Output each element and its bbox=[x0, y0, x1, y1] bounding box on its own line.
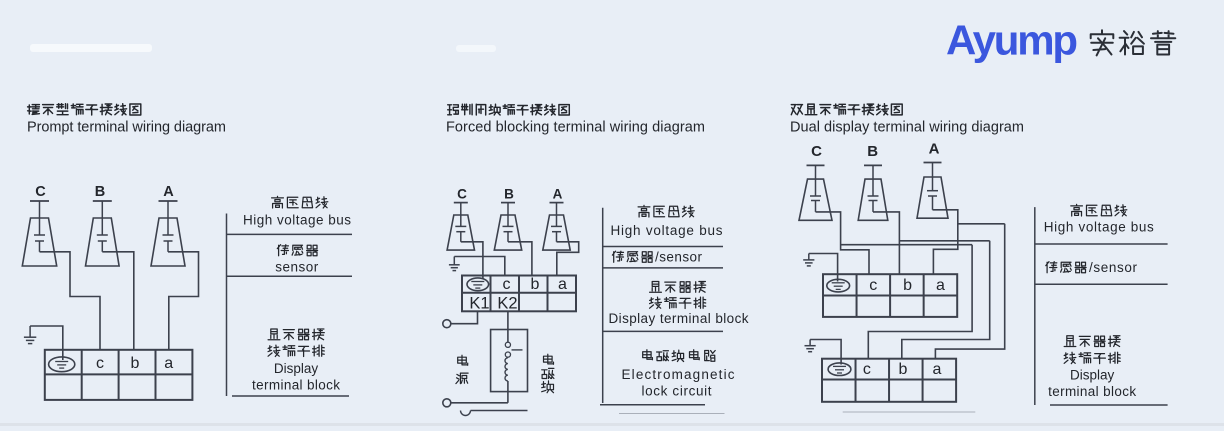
svg-text:a: a bbox=[164, 355, 173, 372]
svg-text:Display: Display bbox=[1070, 368, 1115, 383]
svg-text:sensor: sensor bbox=[275, 260, 319, 275]
svg-text:C: C bbox=[457, 187, 467, 202]
svg-text:Ayump: Ayump bbox=[946, 16, 1078, 63]
svg-text:a: a bbox=[558, 276, 567, 293]
svg-text:b: b bbox=[903, 277, 912, 294]
svg-text:K1: K1 bbox=[469, 295, 489, 313]
svg-text:B: B bbox=[504, 187, 514, 202]
svg-text:A: A bbox=[929, 141, 940, 158]
svg-text:A: A bbox=[163, 184, 174, 200]
svg-text:B: B bbox=[867, 143, 878, 160]
svg-text:Display terminal block: Display terminal block bbox=[609, 311, 749, 326]
svg-text:Prompt terminal wiring diagram: Prompt terminal wiring diagram bbox=[27, 120, 226, 136]
svg-text:Forced blocking terminal wirin: Forced blocking terminal wiring diagram bbox=[446, 120, 705, 136]
svg-text:c: c bbox=[503, 276, 511, 293]
svg-text:High voltage bus: High voltage bus bbox=[611, 223, 723, 238]
svg-text:b: b bbox=[531, 276, 540, 293]
svg-text:lock circuit: lock circuit bbox=[642, 384, 712, 399]
svg-text:a: a bbox=[936, 277, 945, 294]
svg-text:terminal block: terminal block bbox=[1048, 384, 1136, 399]
svg-text:C: C bbox=[811, 143, 822, 160]
svg-text:Dual display terminal wiring d: Dual display terminal wiring diagram bbox=[790, 120, 1024, 136]
svg-text:a: a bbox=[932, 361, 941, 378]
svg-text:/sensor: /sensor bbox=[1089, 260, 1138, 275]
svg-text:C: C bbox=[35, 184, 46, 200]
svg-text:/sensor: /sensor bbox=[655, 250, 703, 265]
svg-text:High voltage bus: High voltage bus bbox=[1044, 220, 1154, 235]
svg-text:b: b bbox=[130, 355, 139, 372]
svg-text:Electromagnetic: Electromagnetic bbox=[622, 367, 735, 382]
svg-text:K2: K2 bbox=[497, 295, 517, 313]
svg-text:c: c bbox=[96, 355, 104, 372]
svg-text:Display: Display bbox=[274, 361, 319, 376]
svg-text:A: A bbox=[553, 187, 563, 202]
svg-text:c: c bbox=[869, 277, 877, 294]
svg-text:c: c bbox=[863, 361, 871, 378]
svg-text:terminal block: terminal block bbox=[252, 378, 340, 393]
svg-text:B: B bbox=[95, 184, 105, 200]
svg-text:b: b bbox=[899, 361, 908, 378]
svg-text:High voltage bus: High voltage bus bbox=[243, 213, 351, 228]
